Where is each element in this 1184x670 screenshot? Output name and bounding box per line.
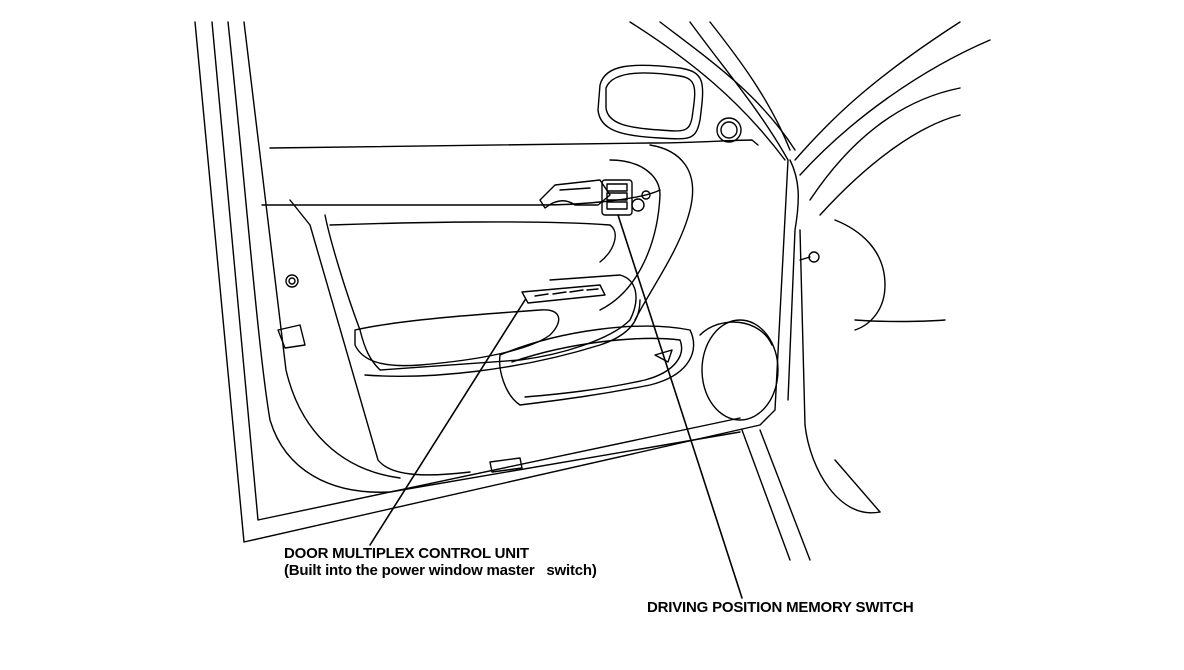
- vehicle-body-side: [741, 21, 991, 561]
- callout-door-multiplex-control-unit-note: (Built into the power window master swit…: [284, 562, 597, 579]
- leader-line-dpms: [617, 214, 743, 599]
- memory-switch-assembly: [601, 179, 651, 216]
- door-upper-trim: [261, 139, 759, 476]
- window-pillar: [629, 21, 799, 401]
- power-window-master-switch: [521, 284, 606, 304]
- door-outer-frame: [194, 21, 789, 543]
- leader-lines: [369, 214, 743, 599]
- armrest: [324, 144, 694, 377]
- side-mirror: [597, 64, 742, 143]
- door-edge-features: [277, 274, 523, 473]
- callout-door-multiplex-control-unit: DOOR MULTIPLEX CONTROL UNIT: [284, 545, 529, 562]
- door-speaker: [699, 319, 779, 421]
- leader-line-dmcu: [369, 299, 526, 546]
- callout-driving-position-memory-switch: DRIVING POSITION MEMORY SWITCH: [647, 599, 914, 616]
- door-pocket: [498, 325, 695, 406]
